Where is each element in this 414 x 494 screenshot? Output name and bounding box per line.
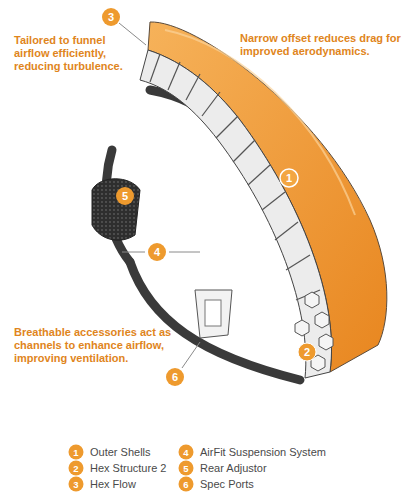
legend-circle: [69, 477, 84, 492]
callout-circle: [166, 368, 184, 386]
legend-text: Rear Adjustor: [200, 461, 267, 475]
legend-circle: [69, 445, 84, 460]
legend-circle: [179, 445, 194, 460]
hex-cell: [295, 320, 309, 336]
legend-number: 6: [179, 477, 194, 492]
legend-circle: [179, 461, 194, 476]
legend-number: 5: [179, 461, 194, 476]
legend-number: 4: [179, 445, 194, 460]
legend-text: AirFit Suspension System: [200, 445, 326, 459]
hex-cell: [305, 292, 319, 308]
callout-circle: [148, 243, 166, 261]
rear-adjustor: [92, 179, 140, 240]
rib: [186, 74, 200, 100]
callout-number: 6: [166, 368, 184, 386]
hex-cells: [295, 292, 333, 371]
rib: [275, 222, 298, 240]
rib: [233, 140, 255, 162]
rib: [168, 62, 180, 90]
leader-line: [122, 252, 145, 253]
callout-number: 4: [148, 243, 166, 261]
leader-line: [182, 342, 200, 368]
legend-text: Spec Ports: [200, 477, 254, 491]
rib: [248, 165, 270, 185]
callout-number: 2: [298, 343, 316, 361]
legend-text: Hex Flow: [90, 477, 136, 491]
callout-circle: [116, 187, 134, 205]
hex-cell: [315, 312, 329, 328]
callout-circle: [280, 169, 298, 187]
rib: [150, 54, 160, 82]
rib: [262, 192, 285, 210]
legend-text: Outer Shells: [90, 445, 151, 459]
legend-circle: [179, 477, 194, 492]
legend-number: 1: [69, 445, 84, 460]
rib: [216, 116, 238, 138]
annotation-text: Narrow offset reduces drag for improved …: [240, 32, 410, 58]
callout-number: 5: [116, 187, 134, 205]
rib: [286, 255, 310, 270]
leader-line: [119, 23, 146, 45]
lower-strap: [130, 262, 300, 380]
legend-number: 3: [69, 477, 84, 492]
annotation-text: Tailored to funnel airflow efficiently, …: [14, 34, 136, 73]
leader-line: [169, 252, 200, 253]
spec-port-opening: [205, 300, 221, 326]
legend-number: 2: [69, 461, 84, 476]
rib-lines: [150, 54, 320, 300]
annotation-text: Breathable accessories act as channels t…: [14, 326, 186, 365]
callout-circle: [102, 8, 120, 26]
callout-number: 1: [280, 169, 298, 187]
legend-text: Hex Structure 2: [90, 461, 166, 475]
legend-circle: [69, 461, 84, 476]
rib: [202, 92, 220, 116]
callout-circle: [298, 343, 316, 361]
hex-cell: [319, 334, 333, 350]
callout-number: 3: [102, 8, 120, 26]
spec-port-frame: [195, 290, 232, 338]
